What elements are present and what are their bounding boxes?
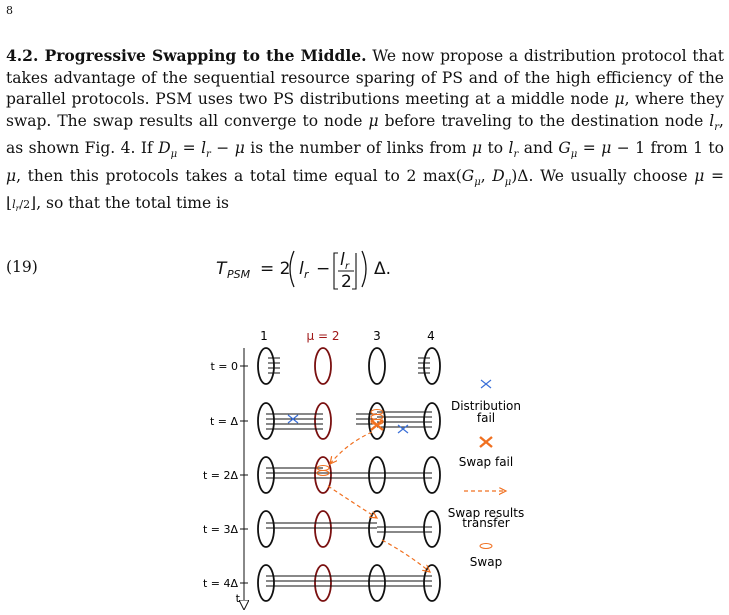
equation-19: T PSM = 2 l r − l r 2 Δ. <box>216 250 391 292</box>
time-label-1: t = Δ <box>210 415 239 428</box>
legend-swap-fail: Swap fail <box>459 455 513 469</box>
svg-text:−: − <box>316 259 330 279</box>
legend-swap-transfer-1: Swap results <box>448 506 524 520</box>
svg-text:= 2: = 2 <box>260 259 290 279</box>
time-label-2: t = 2Δ <box>203 469 239 482</box>
distribution-fail-mark <box>287 414 409 434</box>
svg-text:l: l <box>299 259 304 279</box>
section-heading: 4.2. Progressive Swapping to the Middle. <box>6 46 367 65</box>
legend: Distribution fail Swap fail Swap results… <box>448 379 524 569</box>
node-label-1: 1 <box>260 329 268 343</box>
time-label-3: t = 3Δ <box>203 523 239 536</box>
svg-text:Δ.: Δ. <box>374 259 391 279</box>
svg-text:r: r <box>345 261 350 272</box>
svg-text:l: l <box>340 250 345 270</box>
row-t3 <box>257 510 441 548</box>
row-t0 <box>257 347 441 385</box>
legend-distribution-fail-2: fail <box>477 411 495 425</box>
node-label-4: 4 <box>427 329 435 343</box>
node-label-3: 3 <box>373 329 381 343</box>
row-t4 <box>257 564 441 602</box>
time-label-4: t = 4Δ <box>203 577 239 590</box>
row-t2 <box>257 456 441 494</box>
legend-swap: Swap <box>470 555 502 569</box>
time-label-0: t = 0 <box>210 360 238 373</box>
svg-text:2: 2 <box>341 272 352 292</box>
row-t1 <box>257 402 441 440</box>
legend-swap-transfer-2: transfer <box>462 516 509 530</box>
section-paragraph: 4.2. Progressive Swapping to the Middle.… <box>6 46 725 214</box>
swap-fail-mark <box>370 419 384 431</box>
page-number: 8 <box>6 4 13 17</box>
swap-transfer-arrows <box>327 431 430 572</box>
legend-distribution-fail-1: Distribution <box>451 399 521 413</box>
svg-text:PSM: PSM <box>227 268 251 281</box>
svg-text:T: T <box>216 259 228 279</box>
time-axis-label: t <box>236 592 241 605</box>
node-label-mu: μ = 2 <box>307 329 340 343</box>
figure-4-protocol-diagram: 1 μ = 2 3 4 t = 0 t = Δ t = 2Δ t = 3Δ t … <box>203 329 524 613</box>
svg-text:r: r <box>304 268 310 281</box>
equation-number: (19) <box>6 258 38 276</box>
